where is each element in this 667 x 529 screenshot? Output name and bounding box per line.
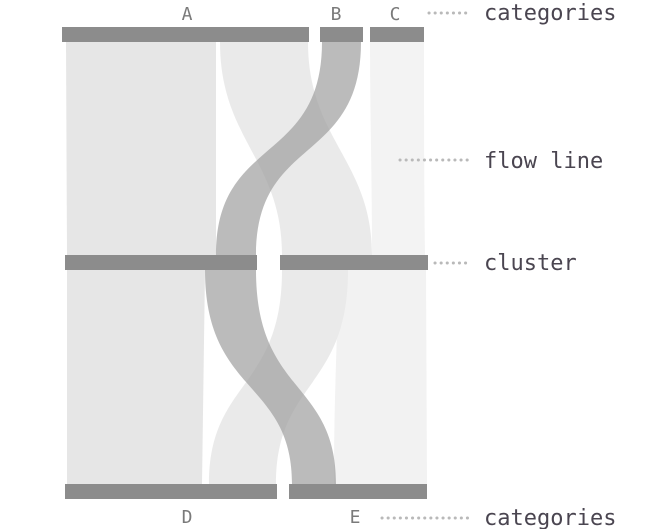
bottom-category-bars bbox=[65, 484, 427, 499]
category-label-c: C bbox=[390, 4, 401, 25]
category-label-a: A bbox=[182, 4, 193, 25]
category-bar-b bbox=[320, 27, 363, 42]
lower-flows bbox=[67, 270, 427, 484]
flow-line-e-right bbox=[334, 270, 427, 484]
annotation-cluster: cluster bbox=[484, 251, 577, 276]
annotation-bottom-categories: categories bbox=[484, 506, 616, 529]
category-bar-e bbox=[289, 484, 427, 499]
annotation-flow-line: flow line bbox=[484, 149, 603, 174]
upper-flows bbox=[66, 42, 425, 255]
leader-lines bbox=[380, 11, 474, 520]
category-label-b: B bbox=[331, 4, 342, 25]
category-bar-d bbox=[65, 484, 277, 499]
category-label-e: E bbox=[350, 507, 361, 528]
flow-line-d-left bbox=[67, 270, 205, 484]
flow-line-a-left bbox=[66, 42, 216, 255]
flow-line-c bbox=[370, 42, 425, 255]
flow-line-b bbox=[216, 42, 361, 255]
category-bar-a bbox=[62, 27, 309, 42]
category-bar-c bbox=[370, 27, 424, 42]
cluster-bar-left bbox=[65, 255, 257, 270]
flow-line-e-dark bbox=[205, 270, 336, 484]
cluster-bar-right bbox=[280, 255, 428, 270]
annotation-top-categories: categories bbox=[484, 1, 616, 26]
cluster-bars bbox=[65, 255, 428, 270]
category-label-d: D bbox=[182, 507, 193, 528]
top-category-bars bbox=[62, 27, 424, 42]
